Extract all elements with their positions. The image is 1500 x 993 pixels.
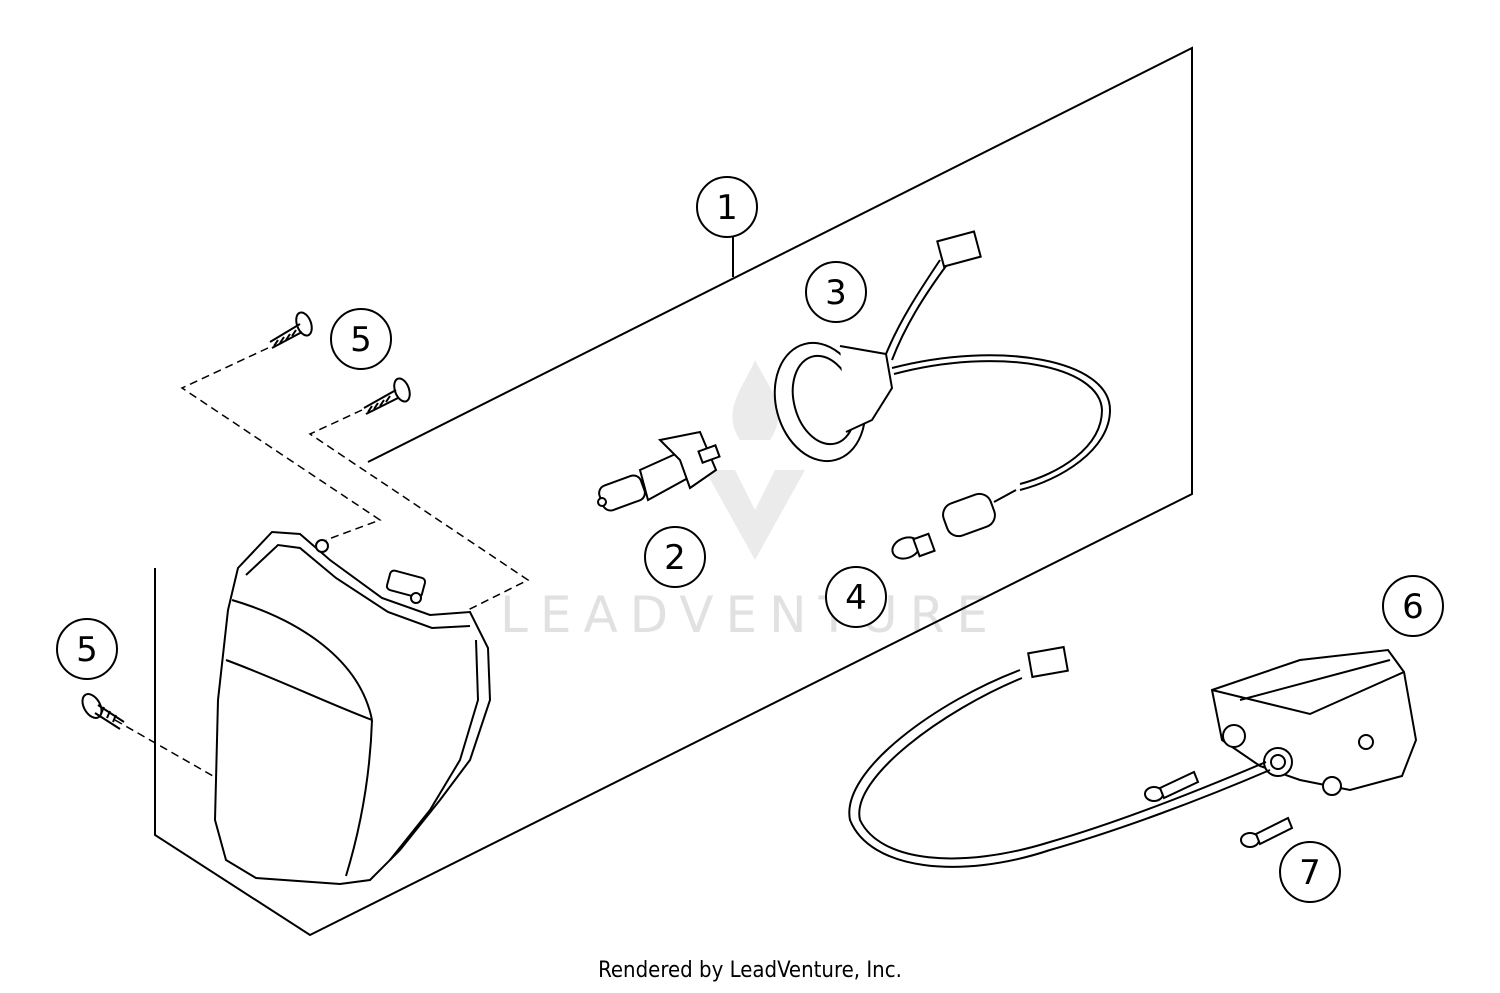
callout-label: 7 bbox=[1299, 853, 1321, 893]
screw-middle bbox=[363, 377, 411, 415]
watermark-logo-icon bbox=[705, 360, 805, 560]
kit-boundary bbox=[154, 46, 1193, 937]
callout-label: 4 bbox=[845, 578, 867, 618]
headlight-bulb bbox=[597, 430, 721, 512]
callout-1: 1 bbox=[696, 176, 758, 238]
bulb-socket bbox=[773, 230, 1112, 491]
callout-3: 3 bbox=[805, 261, 867, 323]
footer-credit: Rendered by LeadVenture, Inc. bbox=[598, 958, 902, 983]
position-bulb bbox=[891, 489, 1017, 560]
callout-5-left: 5 bbox=[56, 618, 118, 680]
callout-label: 5 bbox=[350, 320, 372, 360]
watermark: LEADVENTURE bbox=[500, 360, 1000, 644]
screw-top bbox=[269, 311, 313, 349]
callout-label: 1 bbox=[716, 188, 738, 228]
watermark-text: LEADVENTURE bbox=[500, 586, 1000, 644]
callout-2: 2 bbox=[644, 526, 706, 588]
tail-light bbox=[848, 645, 1418, 868]
callout-5-top: 5 bbox=[330, 308, 392, 370]
callout-label: 6 bbox=[1402, 587, 1424, 627]
callout-6: 6 bbox=[1382, 575, 1444, 637]
tail-light-screws bbox=[1144, 770, 1294, 848]
callout-7: 7 bbox=[1279, 841, 1341, 903]
screw-guides bbox=[114, 347, 530, 781]
callout-4: 4 bbox=[825, 566, 887, 628]
callout-label: 5 bbox=[76, 630, 98, 670]
callout-label: 3 bbox=[825, 273, 847, 313]
screw-left bbox=[81, 693, 125, 730]
headlight-housing bbox=[213, 530, 492, 886]
callout-label: 2 bbox=[664, 538, 686, 578]
